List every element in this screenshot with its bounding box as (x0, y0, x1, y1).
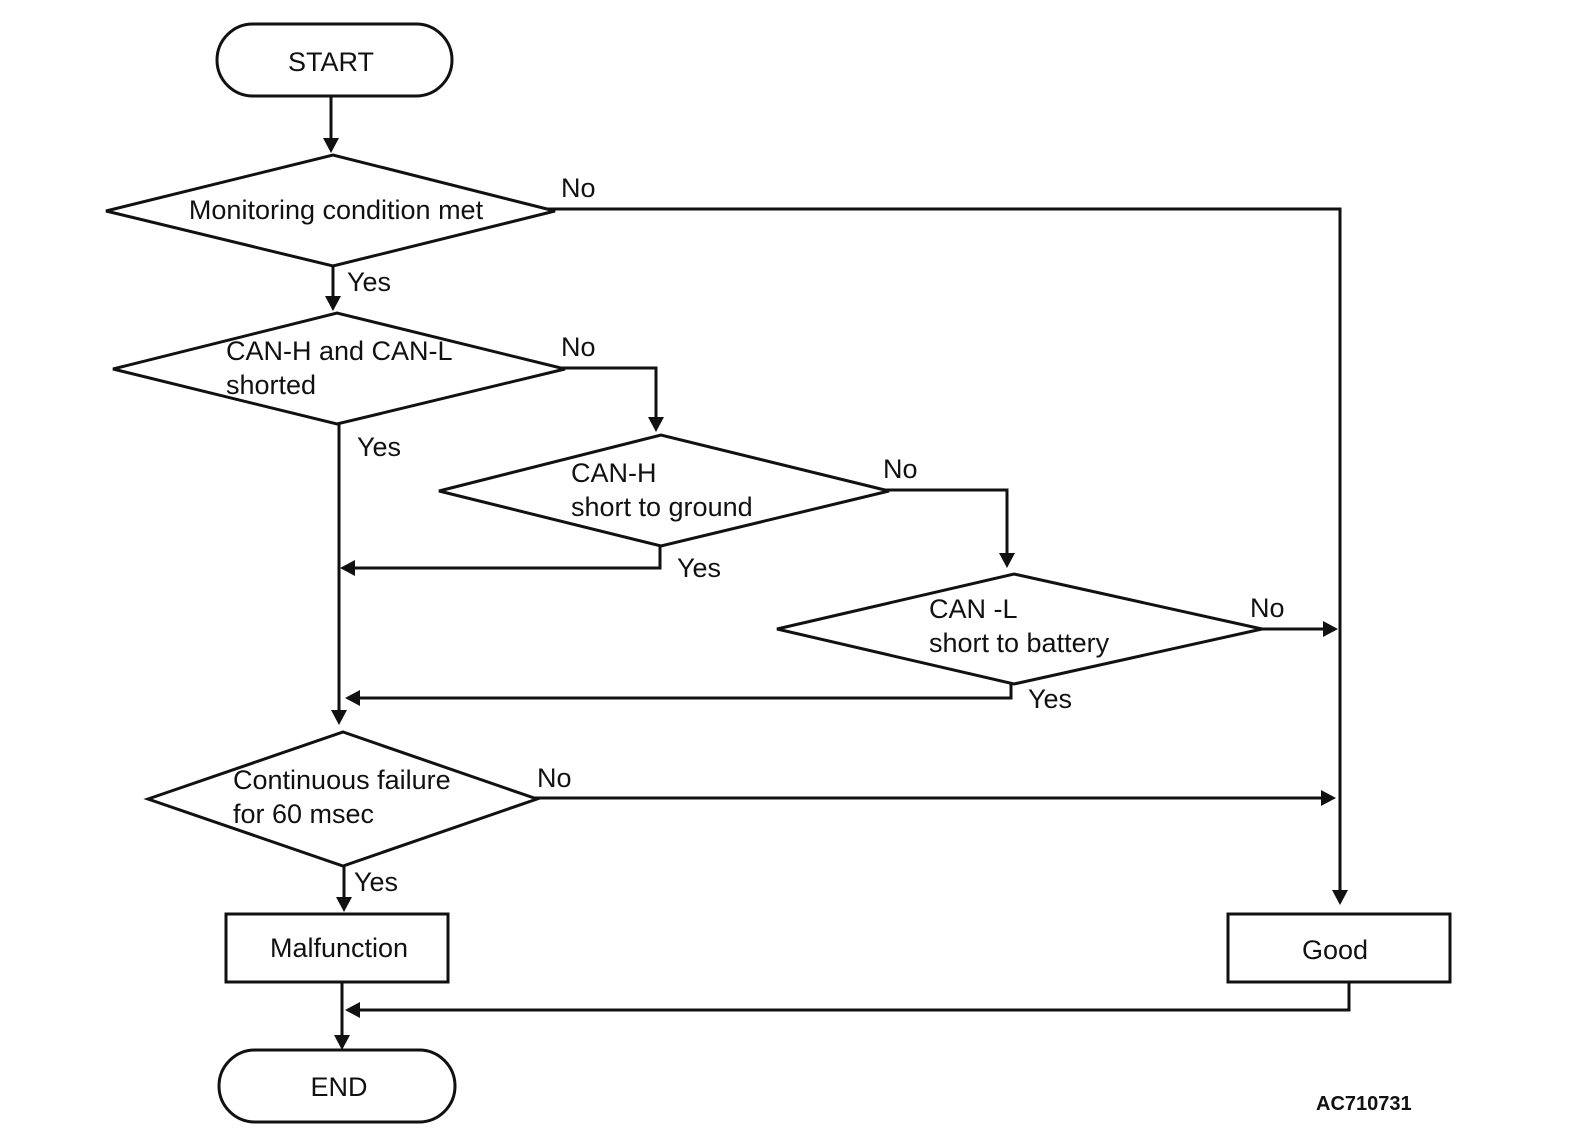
decision-can-h-line1: CAN-H (571, 458, 657, 488)
edge-monitoring-no-good (546, 207, 1342, 892)
arrowhead (336, 897, 352, 912)
arrowhead (1323, 621, 1338, 637)
decision-can-l-line2: short to battery (929, 628, 1110, 658)
label-yes-continuous: Yes (354, 867, 398, 897)
connectors (323, 94, 1351, 1050)
label-no-can-h: No (883, 454, 918, 484)
arrowhead (325, 296, 341, 311)
decision-can-h-line2: short to ground (571, 492, 753, 522)
edge-good-end (358, 982, 1351, 1012)
arrowhead (999, 553, 1015, 568)
start-node-label: START (288, 47, 374, 77)
edge-canh-ground-no (885, 488, 1009, 555)
decision-can-h-ground: CAN-H short to ground (438, 433, 890, 548)
branch-labels: No Yes No Yes No Yes No Yes No Yes (347, 173, 1285, 897)
arrowhead (331, 710, 347, 725)
label-yes-monitoring: Yes (347, 267, 391, 297)
arrowhead (1321, 790, 1336, 806)
end-node: END (217, 1048, 457, 1124)
malfunction-label: Malfunction (270, 933, 408, 963)
malfunction-node: Malfunction (224, 912, 450, 984)
decision-can-hl-line1: CAN-H and CAN-L (226, 336, 453, 366)
good-node: Good (1226, 912, 1452, 984)
decision-monitoring-label: Monitoring condition met (189, 195, 484, 225)
label-yes-can-l: Yes (1028, 684, 1072, 714)
label-yes-can-h: Yes (677, 553, 721, 583)
label-yes-can-hl: Yes (357, 432, 401, 462)
edge-canhl-no (560, 366, 658, 419)
label-no-can-l: No (1250, 593, 1285, 623)
start-node: START (215, 22, 454, 98)
decision-continuous-failure: Continuous failure for 60 msec (143, 730, 542, 868)
arrowhead (345, 1002, 360, 1018)
figure-code: AC710731 (1316, 1093, 1412, 1115)
decision-monitoring: Monitoring condition met (105, 153, 556, 268)
edge-canl-battery-yes (358, 680, 1013, 700)
good-label: Good (1302, 935, 1368, 965)
arrowhead (340, 560, 355, 576)
decision-can-l-line1: CAN -L (929, 594, 1018, 624)
edge-canh-ground-yes (353, 546, 662, 570)
arrowhead (1332, 890, 1348, 905)
end-node-label: END (310, 1072, 367, 1102)
label-no-continuous: No (537, 763, 572, 793)
decision-can-hl-line2: shorted (226, 370, 316, 400)
arrowhead (334, 1035, 350, 1050)
label-no-can-hl: No (561, 332, 596, 362)
arrowhead (648, 417, 664, 432)
arrowhead (345, 690, 360, 706)
decision-can-hl-shorted: CAN-H and CAN-L shorted (112, 311, 566, 426)
decision-can-l-battery: CAN -L short to battery (776, 572, 1263, 686)
label-no-monitoring: No (561, 173, 596, 203)
arrowhead (323, 138, 339, 153)
decision-continuous-line2: for 60 msec (233, 799, 374, 829)
decision-continuous-line1: Continuous failure (233, 765, 451, 795)
